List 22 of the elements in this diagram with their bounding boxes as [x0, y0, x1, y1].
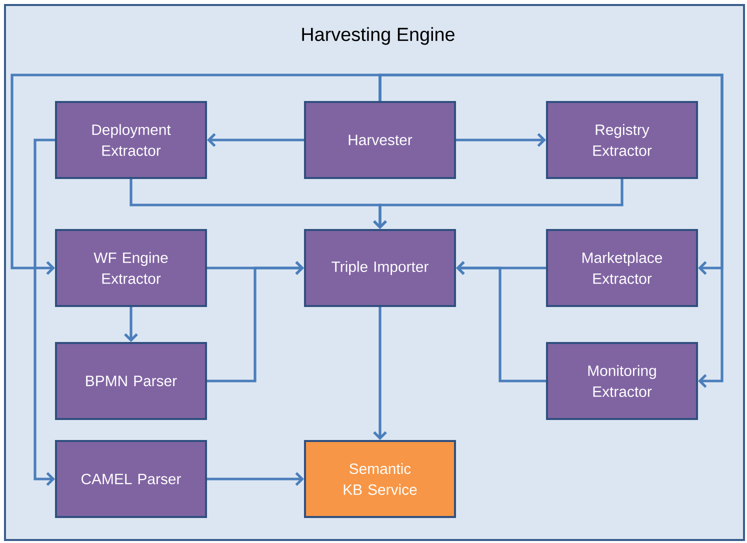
arrow	[10, 74, 382, 275]
arrow	[456, 261, 546, 382]
arrow	[207, 261, 304, 382]
process-box: CAMEL Parser	[55, 440, 207, 518]
frame-title: Harvesting Engine	[302, 27, 454, 45]
process-box: Deployment Extractor	[55, 101, 207, 179]
process-box: Monitoring Extractor	[546, 342, 698, 420]
arrow	[378, 74, 724, 388]
process-box: Registry Extractor	[546, 101, 698, 179]
process-box: Marketplace Extractor	[546, 229, 698, 307]
arrow	[207, 472, 304, 486]
arrow	[373, 179, 624, 229]
arrow	[207, 133, 304, 147]
process-box: Harvester	[304, 101, 456, 179]
arrow	[34, 138, 55, 486]
arrow	[124, 307, 138, 342]
process-box: Triple Importer	[304, 229, 456, 307]
process-box: BPMN Parser	[55, 342, 207, 420]
arrow	[373, 307, 387, 440]
process-box: WF Engine Extractor	[55, 229, 207, 307]
service-box: Semantic KB Service	[304, 440, 456, 518]
arrow	[456, 133, 546, 147]
